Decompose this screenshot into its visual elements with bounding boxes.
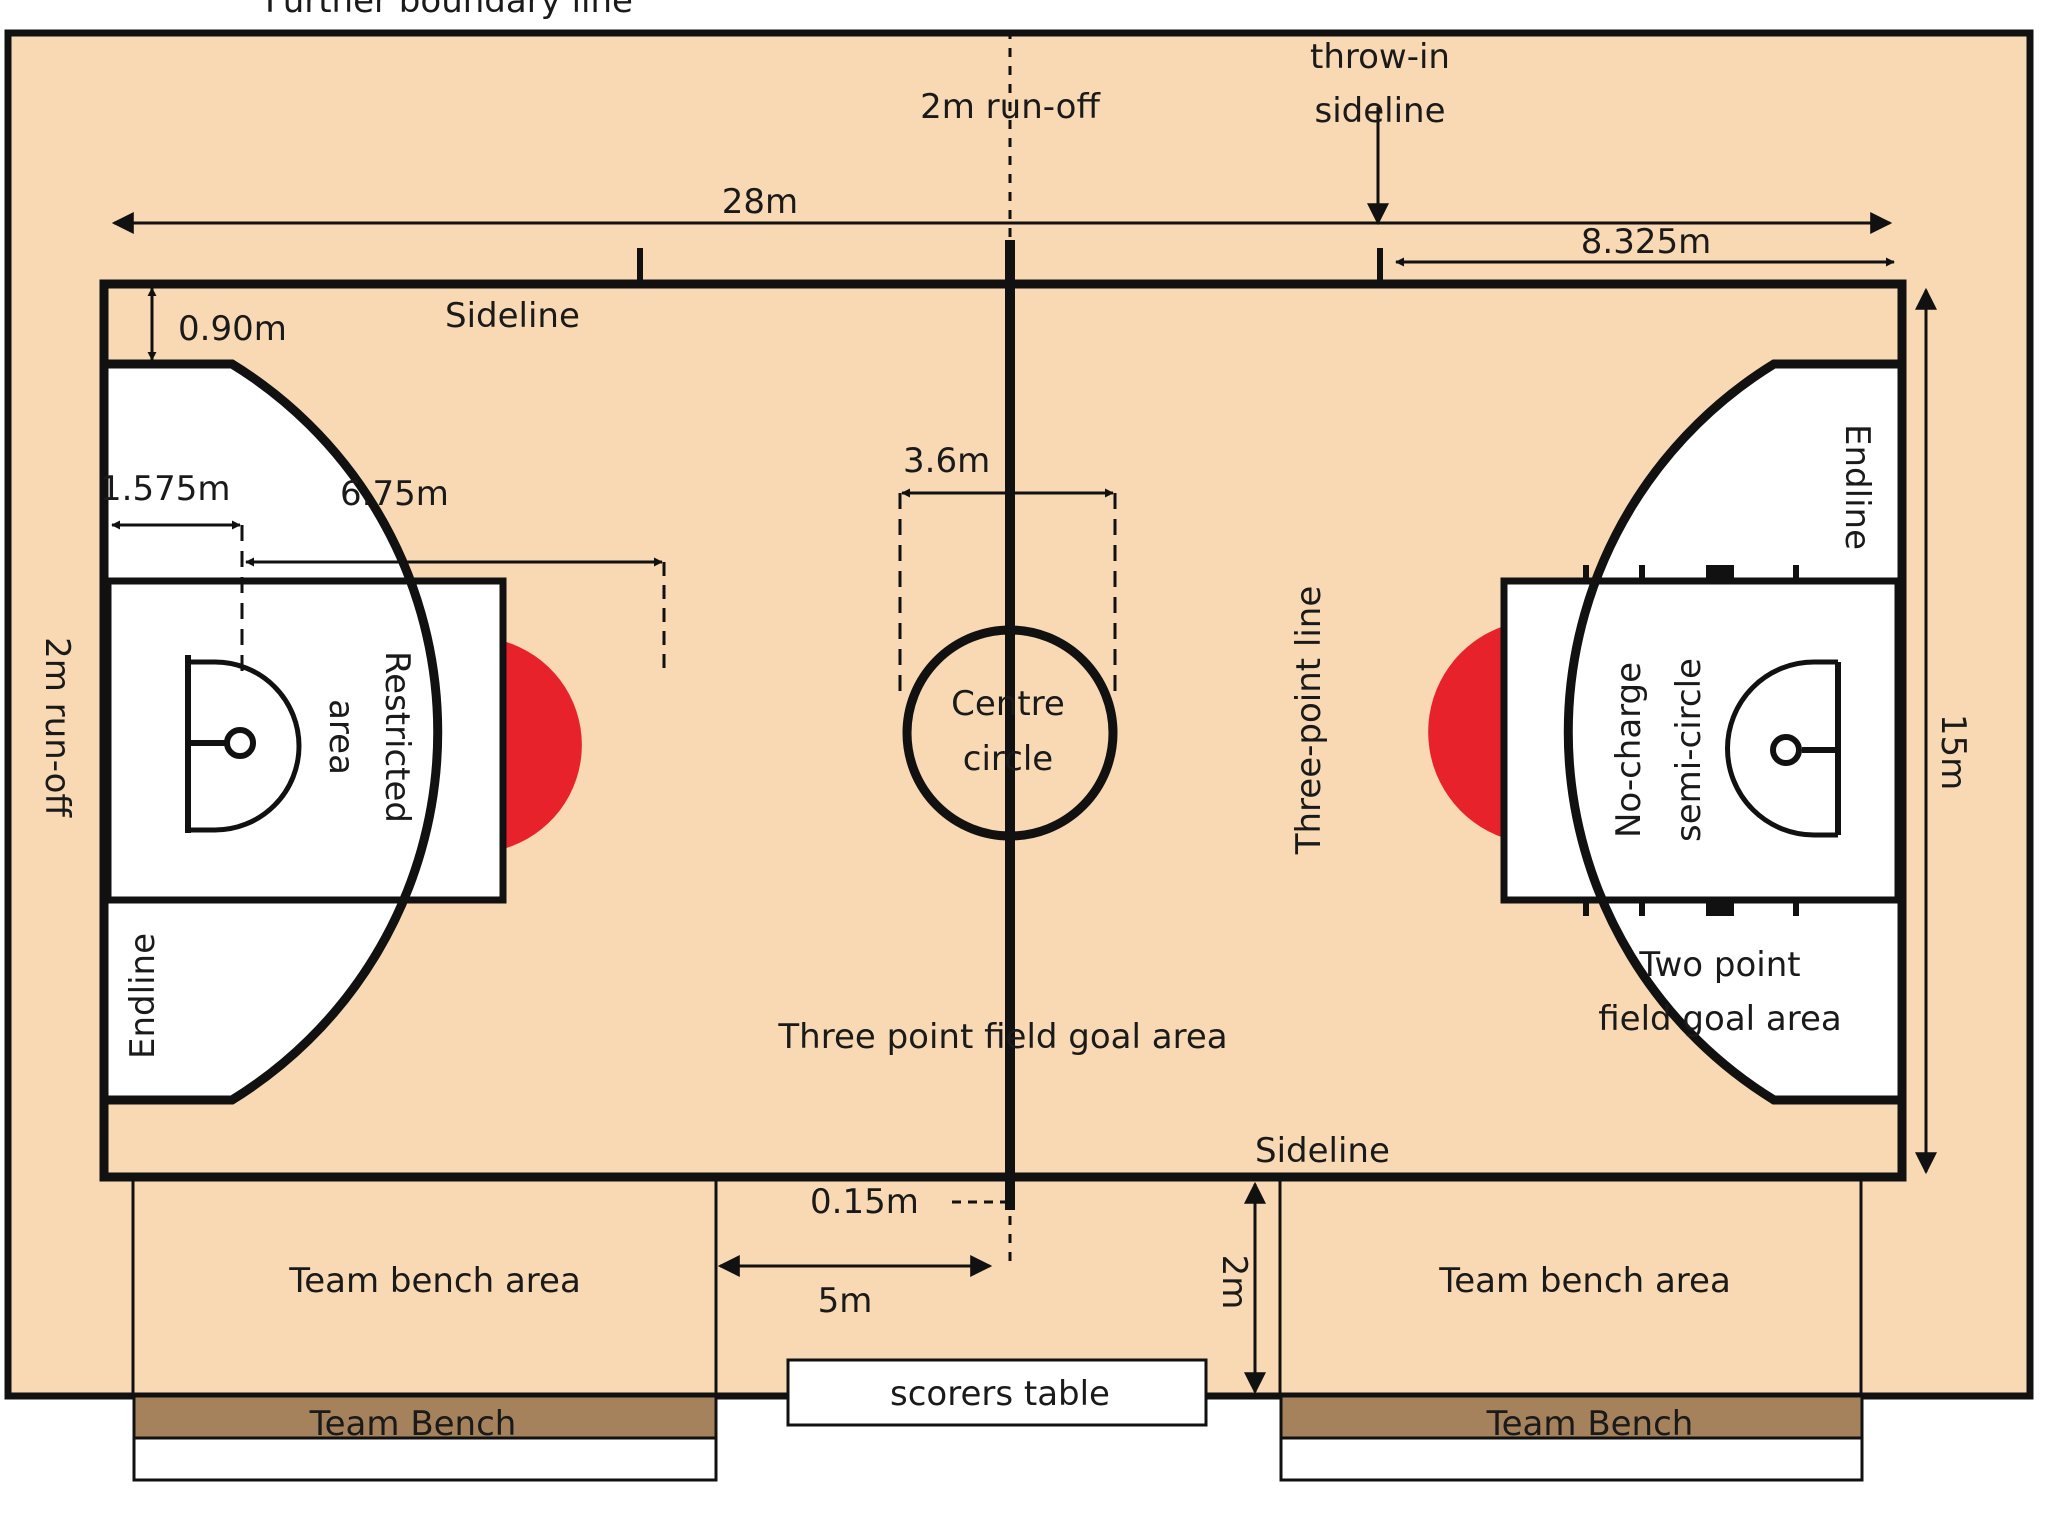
dist-675-label: 6.75m: [340, 474, 449, 514]
left-three-point-line: [108, 359, 443, 1105]
dist-015-label: 0.15m: [810, 1182, 919, 1222]
endline-right-label: Endline: [1837, 424, 1877, 550]
centre-circle: [902, 625, 1118, 841]
dist-36-label: 3.6m: [903, 441, 990, 481]
sideline-top-label: Sideline: [445, 296, 580, 336]
right-lane-block-top: [1706, 565, 1734, 581]
restricted-area-label-2: area: [321, 699, 361, 775]
team-bench-right-bar: [1279, 1394, 1864, 1440]
centre-circle-label-1: Centre: [951, 684, 1065, 724]
dist-8325-label: 8.325m: [1581, 222, 1711, 262]
dist-090-label: 0.90m: [178, 309, 287, 349]
throw-in-label-1: throw-in: [1310, 37, 1450, 77]
bench-area-left-label: Team bench area: [288, 1261, 581, 1301]
three-point-area-label: Three point field goal area: [777, 1017, 1227, 1057]
right-no-charge-arc: [1725, 659, 1838, 838]
dist-2m-label: 2m: [1214, 1255, 1254, 1310]
centre-circle-label-2: circle: [963, 739, 1053, 779]
two-point-label-1: Two point: [1638, 945, 1800, 985]
team-bench-right-label: Team Bench: [1486, 1404, 1694, 1444]
left-no-charge-arc: [188, 659, 302, 833]
right-basket-hoop: [1770, 734, 1802, 766]
restricted-area-label-1: Restricted: [377, 651, 417, 823]
right-restricted-red: [1428, 626, 1504, 838]
two-point-label-2: field goal area: [1598, 999, 1841, 1039]
runoff-left-label: 2m run-off: [37, 637, 77, 818]
three-point-line-label: Three-point line: [1289, 586, 1329, 856]
dimension-arrows: [111, 107, 1937, 1395]
further-boundary-label: Further boundary line: [265, 0, 633, 21]
left-restricted-red: [503, 641, 582, 849]
dist-5m-label: 5m: [818, 1281, 873, 1321]
width-15m-label: 15m: [1933, 714, 1973, 790]
runoff-top-label: 2m run-off: [920, 87, 1101, 127]
team-bench-left-label: Team Bench: [309, 1404, 517, 1444]
scorers-table-box: [786, 1358, 1208, 1427]
team-bench-left-bar: [132, 1394, 718, 1440]
endline-left-label: Endline: [123, 933, 163, 1059]
sideline-bottom-label: Sideline: [1255, 1131, 1390, 1171]
no-charge-label-1: No-charge: [1609, 662, 1649, 838]
bench-area-right-label: Team bench area: [1438, 1261, 1731, 1301]
left-basket-hoop: [224, 727, 256, 759]
no-charge-label-2: semi-circle: [1669, 658, 1709, 842]
scorers-table-label: scorers table: [890, 1374, 1110, 1414]
right-lane-block-bottom: [1706, 900, 1734, 916]
throw-in-label-2: sideline: [1314, 91, 1445, 131]
dist-1575-label: 1.575m: [100, 469, 230, 509]
bench-area-lines: [131, 1177, 1863, 1396]
left-restricted-box: [104, 577, 507, 904]
right-three-point-line: [1563, 359, 1898, 1105]
length-28m-label: 28m: [722, 182, 798, 222]
court-boundary: [99, 279, 1907, 1182]
right-lane-marks: [1583, 565, 1799, 916]
